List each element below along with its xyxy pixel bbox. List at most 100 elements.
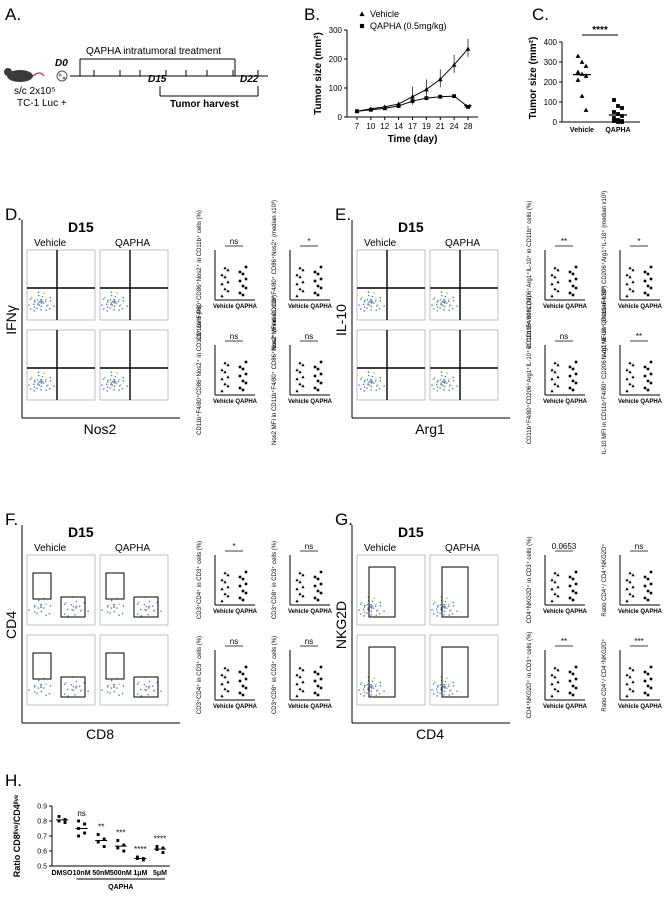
data-point	[241, 379, 245, 383]
data-point	[244, 360, 248, 364]
density-dot	[106, 306, 109, 308]
data-point	[238, 374, 242, 378]
data-point	[575, 69, 581, 74]
data-point	[241, 388, 245, 392]
data-point	[301, 668, 305, 672]
x-tick-label: 24	[450, 122, 459, 131]
data-point	[295, 389, 299, 393]
data-point	[238, 679, 242, 683]
x-axis-title: Time (day)	[388, 134, 438, 145]
data-point	[220, 694, 224, 698]
panel-d: D.D15D22VehicleQAPHAIFNγNos2Vehicle QAPH…	[3, 200, 333, 445]
x-tick-label: 21	[436, 122, 445, 131]
density-dot	[74, 614, 76, 616]
data-point	[556, 594, 560, 598]
significance-label: **	[561, 637, 567, 646]
data-point	[316, 379, 320, 383]
x-tick-label: Vehicle QAPHA	[618, 399, 663, 405]
density-dot	[367, 688, 369, 691]
density-dot	[64, 601, 67, 604]
y-axis-label: NKG2D	[333, 601, 349, 649]
data-point	[649, 570, 653, 574]
significance-label: *	[307, 237, 310, 246]
density-dot	[43, 687, 45, 689]
density-dot	[49, 376, 52, 379]
density-dot	[28, 689, 30, 691]
density-dot	[374, 380, 377, 382]
density-dot	[154, 609, 156, 611]
data-point	[223, 675, 227, 679]
density-dot	[444, 687, 446, 689]
density-dot	[112, 603, 115, 606]
plot-frame	[99, 554, 169, 626]
density-dot	[363, 310, 366, 312]
density-dot	[375, 694, 378, 696]
data-point	[574, 286, 578, 290]
density-dot	[38, 380, 41, 383]
density-dot	[448, 690, 451, 692]
y-axis-title: CD3⁺CD8⁺ in CD3⁺ cells (%)	[271, 636, 278, 714]
data-point	[550, 694, 554, 698]
data-point	[77, 834, 81, 838]
density-dot	[144, 688, 146, 691]
density-dot	[144, 608, 146, 611]
data-point	[556, 689, 560, 693]
density-dot	[432, 693, 435, 695]
density-dot	[102, 298, 105, 300]
density-dot	[37, 607, 39, 609]
density-dot	[81, 609, 83, 611]
data-point	[295, 377, 299, 381]
data-point	[649, 265, 653, 269]
density-dot	[443, 610, 446, 613]
data-point	[628, 675, 632, 679]
data-point	[625, 694, 629, 698]
data-point	[631, 689, 635, 693]
density-dot	[368, 300, 371, 303]
data-point	[223, 687, 227, 691]
x-tick-label: DMSO	[52, 870, 74, 877]
x-axis-label: CD4	[416, 726, 444, 742]
y-axis-title: IL-10 MFI in CD11b⁺F4/80⁺ CD206⁺Arg1⁺IL-…	[601, 286, 608, 454]
y-tick-label: 200	[329, 55, 343, 64]
x-axis-label: CD8	[86, 726, 114, 742]
data-point	[646, 284, 650, 288]
data-point	[583, 73, 589, 78]
data-point	[628, 592, 632, 596]
data-point	[568, 691, 572, 695]
data-point	[238, 575, 242, 579]
density-dot	[447, 685, 450, 687]
panel-h-letter: H.	[5, 771, 22, 790]
data-point	[568, 279, 572, 283]
y-tick-label: 100	[544, 98, 558, 107]
data-point	[116, 839, 120, 842]
density-dot	[66, 688, 69, 691]
density-dot	[448, 378, 450, 381]
data-point	[646, 293, 650, 297]
data-point	[643, 386, 647, 390]
vehicle-label: Vehicle	[34, 238, 67, 249]
data-point	[579, 93, 585, 98]
legend-marker	[359, 23, 365, 29]
data-point	[631, 384, 635, 388]
density-dot	[49, 380, 52, 382]
data-point	[241, 684, 245, 688]
data-point	[646, 379, 650, 383]
significance-label: ns	[230, 637, 238, 646]
density-dot	[78, 605, 81, 607]
data-point	[625, 673, 629, 677]
data-point	[244, 677, 248, 681]
density-dot	[110, 383, 112, 386]
data-point	[553, 592, 557, 596]
density-dot	[369, 298, 372, 301]
density-dot	[29, 378, 32, 380]
y-tick-label: 0	[553, 118, 558, 127]
density-dot	[29, 308, 32, 310]
density-dot	[37, 303, 39, 306]
significance-label: **	[636, 332, 642, 341]
density-dot	[432, 388, 435, 390]
data-point	[571, 379, 575, 383]
plot-frame	[429, 554, 499, 626]
density-dot	[375, 614, 378, 616]
data-point	[628, 266, 632, 270]
